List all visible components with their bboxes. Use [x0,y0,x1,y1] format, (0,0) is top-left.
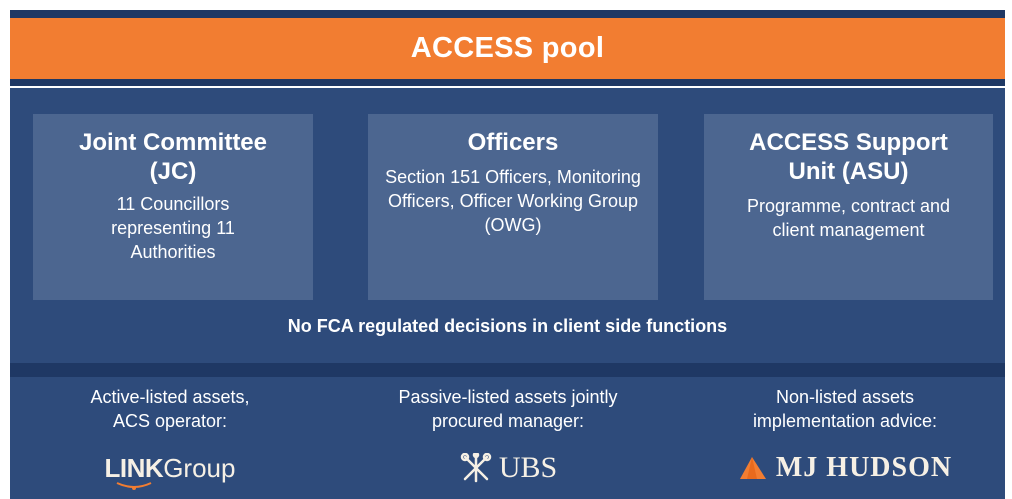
officers-body: Section 151 Officers, Monitoring Officer… [385,167,641,235]
providers-panel: Active-listed assets, ACS operator: LINK… [10,377,1005,499]
link-logo-strong: LINK [104,453,164,483]
link-logo-light: Group [163,453,236,483]
ubs-logo-text: UBS [498,451,558,484]
link-swoosh-icon [116,482,151,490]
joint-committee-box: Joint Committee (JC) 11 Councillors repr… [33,114,313,300]
asu-body: Programme, contract and client managemen… [746,196,951,240]
provider-ubs: Passive-listed assets jointly procured m… [358,385,658,485]
header-title-bar: ACCESS pool [10,18,1005,79]
joint-committee-title: Joint Committee (JC) [78,129,267,185]
officers-box: Officers Section 151 Officers, Monitorin… [368,114,658,300]
divider-band [10,363,1005,377]
joint-committee-body: 11 Councillors representing 11 Authoriti… [111,194,235,262]
client-side-panel: Joint Committee (JC) 11 Councillors repr… [10,88,1005,363]
asu-box: ACCESS Support Unit (ASU) Programme, con… [704,114,993,300]
header-title: ACCESS pool [410,32,605,64]
provider-link-line1: Active-listed assets, [90,387,250,407]
asu-title: ACCESS Support Unit (ASU) [749,129,948,185]
mj-hudson-mark-icon [739,457,766,479]
provider-ubs-line2: procured manager: [431,411,585,431]
ubs-keys-icon [460,453,492,483]
link-group-logo: LINKGroup [20,451,320,490]
fca-note: No FCA regulated decisions in client sid… [287,316,728,336]
header-band: ACCESS pool [10,10,1005,86]
officers-title: Officers [467,129,559,156]
provider-link: Active-listed assets, ACS operator: LINK… [20,385,320,490]
mj-hudson-logo-text: MJ HUDSON [775,452,953,483]
provider-mj-line2: implementation advice: [752,411,938,431]
ubs-logo: UBS [358,451,658,485]
provider-ubs-line1: Passive-listed assets jointly [398,387,618,407]
provider-mj-line1: Non-listed assets [775,387,915,407]
provider-mj-hudson: Non-listed assets implementation advice:… [700,385,990,485]
mj-hudson-logo: MJ HUDSON [700,451,990,485]
provider-link-line2: ACS operator: [112,411,228,431]
